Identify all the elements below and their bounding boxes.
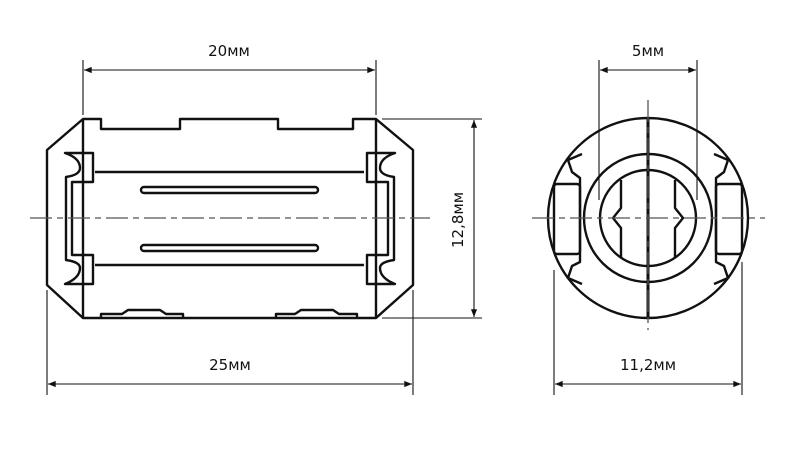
slot-bottom [139,243,320,253]
side-view: 20мм 25мм 12,8мм [30,42,482,395]
end-view: 5мм 11,2мм [532,42,765,395]
inner-flat-right [673,180,685,257]
dimension-label-11-2mm: 11,2мм [620,356,676,374]
body-outline [45,117,415,320]
dimension-label-5mm: 5мм [632,42,664,60]
right-latch [365,151,397,286]
left-tab [552,182,582,256]
slot-top [139,185,320,195]
dimension-label-12-8mm: 12,8мм [449,192,467,248]
right-tab [714,182,744,256]
bottom-tab-left [99,308,185,318]
bottom-tab-right [274,308,359,318]
dimension-label-25mm: 25мм [209,356,251,374]
dimension-label-20mm: 20мм [208,42,250,60]
right-clip [713,152,730,286]
left-clip [566,152,583,286]
